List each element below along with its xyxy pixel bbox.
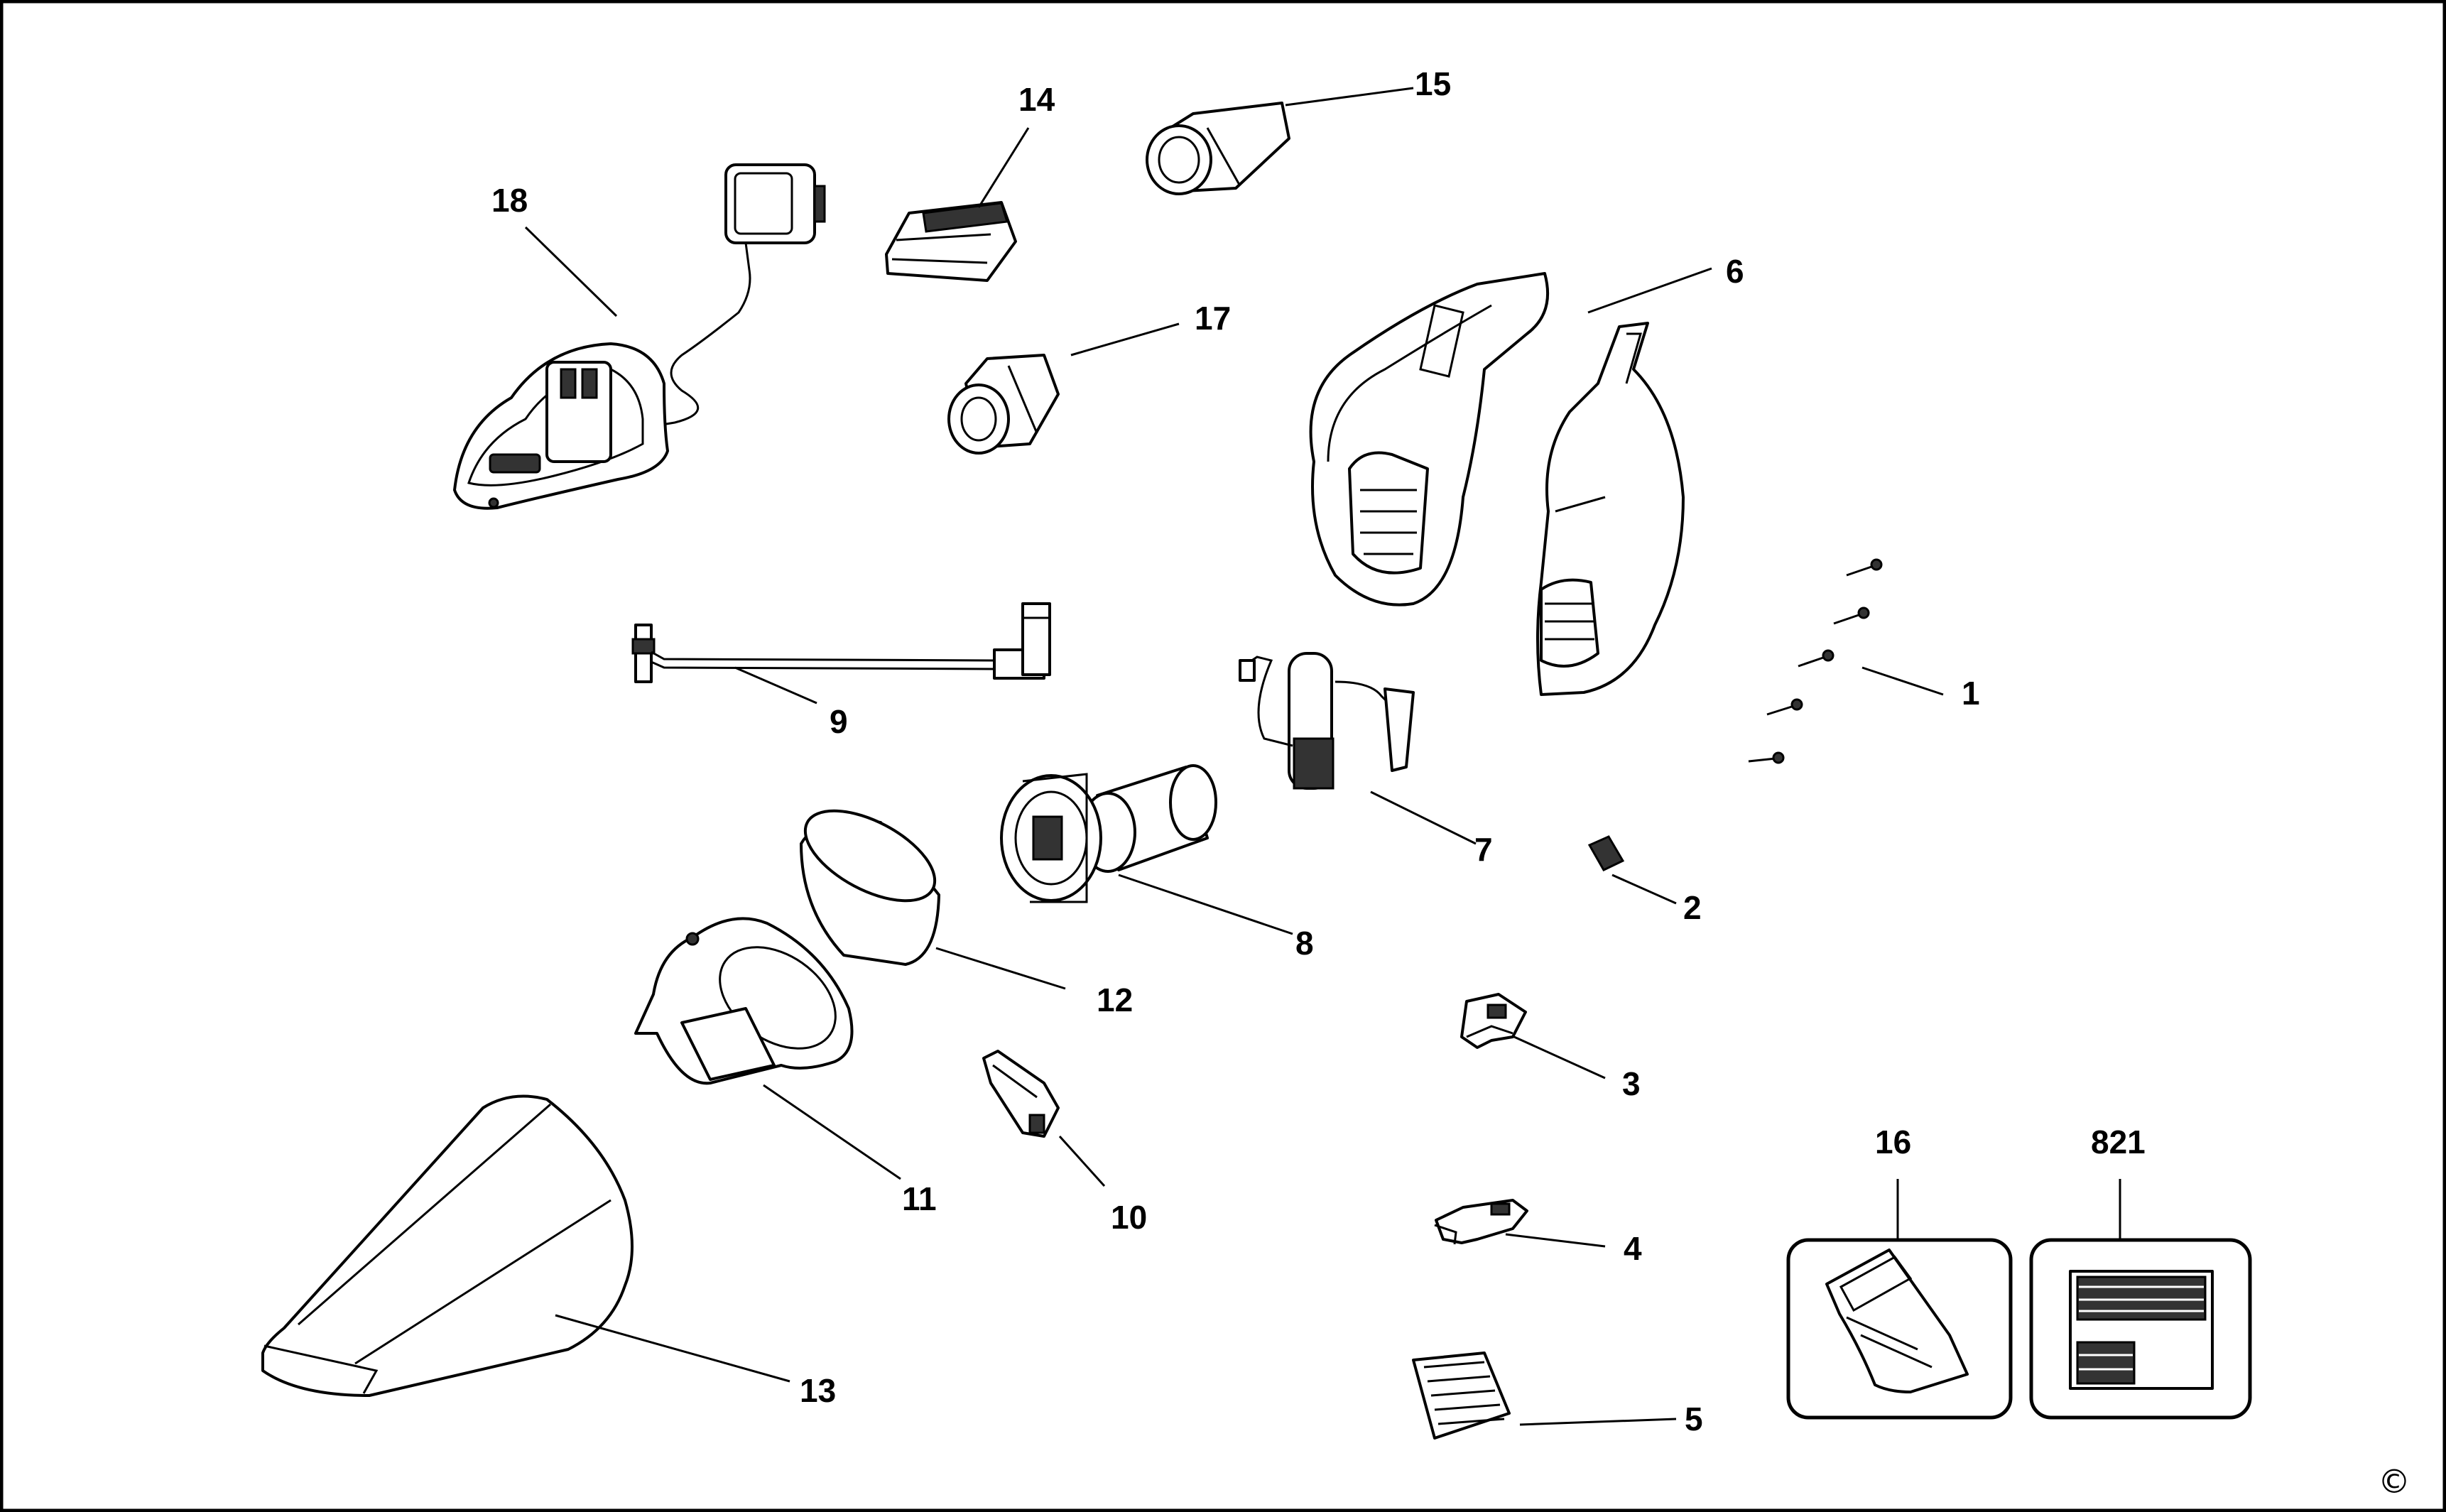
part-7-switch bbox=[1239, 652, 1415, 790]
label-3: 3 bbox=[1622, 1065, 1641, 1102]
leader-12 bbox=[935, 947, 1066, 990]
label-9: 9 bbox=[830, 703, 848, 740]
label-10: 10 bbox=[1111, 1199, 1147, 1236]
part-6-housing bbox=[1309, 272, 1685, 696]
leader-15 bbox=[1285, 87, 1414, 107]
part-10-latch bbox=[982, 1050, 1060, 1138]
part-2-spring bbox=[1587, 835, 1625, 871]
part-16-bag-box bbox=[1786, 1179, 2013, 1420]
leader-6 bbox=[1587, 267, 1712, 314]
label-7: 7 bbox=[1474, 831, 1493, 868]
part-11-cup bbox=[634, 917, 854, 1085]
leader-5 bbox=[1519, 1418, 1677, 1426]
label-2: 2 bbox=[1683, 889, 1702, 926]
part-8-motor bbox=[1000, 764, 1217, 903]
label-16: 16 bbox=[1875, 1124, 1911, 1160]
part-18-charger bbox=[453, 163, 826, 510]
label-5: 5 bbox=[1685, 1400, 1703, 1437]
part-5-grille bbox=[1412, 1351, 1511, 1440]
label-17: 17 bbox=[1195, 300, 1231, 337]
label-11: 11 bbox=[902, 1180, 937, 1217]
leader-1 bbox=[1861, 666, 1944, 696]
leader-13 bbox=[555, 1314, 790, 1383]
part-3-clip bbox=[1460, 993, 1527, 1049]
part-17-adapter bbox=[947, 354, 1060, 455]
leader-8 bbox=[1118, 874, 1293, 935]
label-1: 1 bbox=[1962, 675, 1980, 712]
leader-10 bbox=[1058, 1135, 1106, 1187]
part-13-bowl bbox=[261, 1094, 634, 1397]
leader-4 bbox=[1505, 1233, 1606, 1248]
label-15: 15 bbox=[1415, 65, 1451, 102]
leader-3 bbox=[1513, 1035, 1606, 1079]
part-4-button bbox=[1434, 1199, 1528, 1245]
leader-9 bbox=[734, 666, 817, 705]
label-12: 12 bbox=[1097, 981, 1133, 1018]
leader-7 bbox=[1370, 790, 1477, 845]
part-14-brush bbox=[885, 201, 1017, 282]
part-1-screws bbox=[1748, 558, 1883, 764]
part-15-nozzle bbox=[1146, 102, 1290, 195]
part-9-wire bbox=[631, 602, 1051, 683]
label-6: 6 bbox=[1726, 253, 1744, 290]
label-13: 13 bbox=[800, 1372, 836, 1409]
leader-11 bbox=[763, 1084, 901, 1180]
leader-2 bbox=[1611, 874, 1677, 905]
label-8: 8 bbox=[1295, 925, 1314, 962]
leader-17 bbox=[1070, 322, 1180, 357]
label-821: 821 bbox=[2091, 1124, 2146, 1160]
leader-14 bbox=[977, 127, 1030, 208]
part-821-label-box bbox=[2029, 1179, 2252, 1420]
part-12-filter bbox=[800, 809, 940, 966]
label-18: 18 bbox=[491, 182, 528, 219]
label-4: 4 bbox=[1624, 1230, 1642, 1267]
label-14: 14 bbox=[1018, 81, 1055, 118]
leader-18 bbox=[524, 226, 618, 317]
copyright-symbol: © bbox=[2378, 1462, 2410, 1501]
